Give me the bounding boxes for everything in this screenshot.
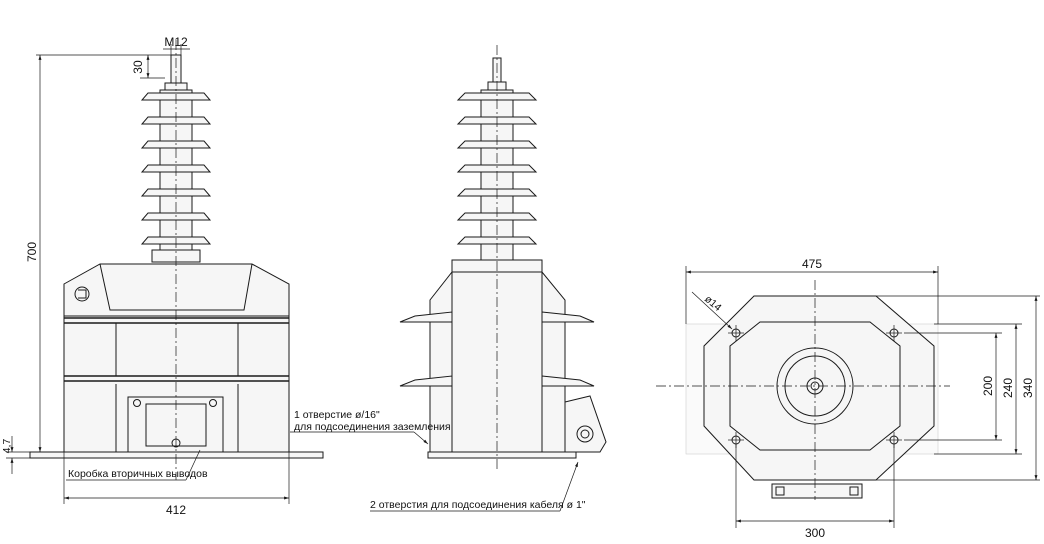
- side-sheds: [456, 92, 538, 245]
- hole-diameter-label: ø14: [702, 293, 724, 314]
- terminal-box-label: Коробка вторичных выводов: [68, 468, 208, 480]
- cable-holes-label: 2 отверстия для подсоединения кабеля ø 1…: [370, 499, 586, 511]
- cable-gland: [564, 395, 607, 453]
- front-view: M12 30 700 4,7 412 Коробка вторичных выв…: [1, 35, 324, 517]
- thread-label: M12: [164, 35, 188, 49]
- plan-view: 475 ø14 200 240 340 300: [656, 257, 1040, 540]
- base-thickness-label: 4,7: [1, 439, 13, 454]
- terminal-height-label: 30: [131, 60, 145, 74]
- plan-terminal-box: [771, 483, 863, 499]
- side-view: 1 отверстие ø/16" для подсоединения зазе…: [290, 45, 607, 512]
- width-label: 412: [166, 503, 186, 517]
- ground-hole-sub-label: для подсоединения заземления: [294, 421, 451, 433]
- height-total-label: 700: [25, 242, 39, 262]
- depth-mid-label: 240: [1001, 378, 1015, 398]
- plan-width-label: 475: [802, 257, 822, 271]
- ground-hole-label: 1 отверстие ø/16": [294, 409, 380, 421]
- depth-inner-label: 200: [981, 376, 995, 396]
- hole-width-label: 300: [805, 526, 825, 540]
- brand-logo: [74, 286, 90, 302]
- depth-outer-label: 340: [1021, 378, 1035, 398]
- front-sheds: [140, 92, 212, 245]
